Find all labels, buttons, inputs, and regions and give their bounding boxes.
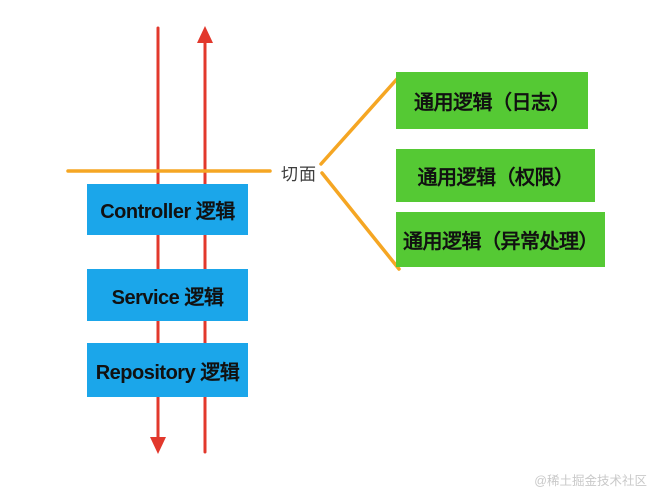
aspect-cut-label: 切面 bbox=[281, 165, 317, 184]
layer-box-service-label: Service 逻辑 bbox=[111, 286, 224, 309]
watermark: @稀土掘金技术社区 bbox=[534, 474, 647, 488]
aspect-box-logging: 通用逻辑（日志） bbox=[396, 72, 588, 129]
layer-box-controller: Controller 逻辑 bbox=[87, 184, 248, 235]
aspect-box-exception: 通用逻辑（异常处理） bbox=[396, 212, 605, 267]
aspect-box-permission-label: 通用逻辑（权限） bbox=[417, 167, 575, 189]
down-arrowhead-icon bbox=[150, 437, 166, 454]
aspect-connector-upper bbox=[319, 77, 399, 166]
layer-box-repository-label: Repository 逻辑 bbox=[95, 361, 240, 384]
aspect-box-permission: 通用逻辑（权限） bbox=[396, 149, 595, 202]
up-arrowhead-icon bbox=[197, 26, 213, 43]
aspect-box-logging-label: 通用逻辑（日志） bbox=[414, 92, 571, 114]
layer-box-controller-label: Controller 逻辑 bbox=[100, 201, 235, 223]
aspect-box-exception-label: 通用逻辑（异常处理） bbox=[403, 231, 599, 253]
aspect-connector-lower bbox=[320, 171, 401, 271]
layer-box-service: Service 逻辑 bbox=[87, 269, 248, 321]
layer-box-repository: Repository 逻辑 bbox=[87, 343, 248, 397]
